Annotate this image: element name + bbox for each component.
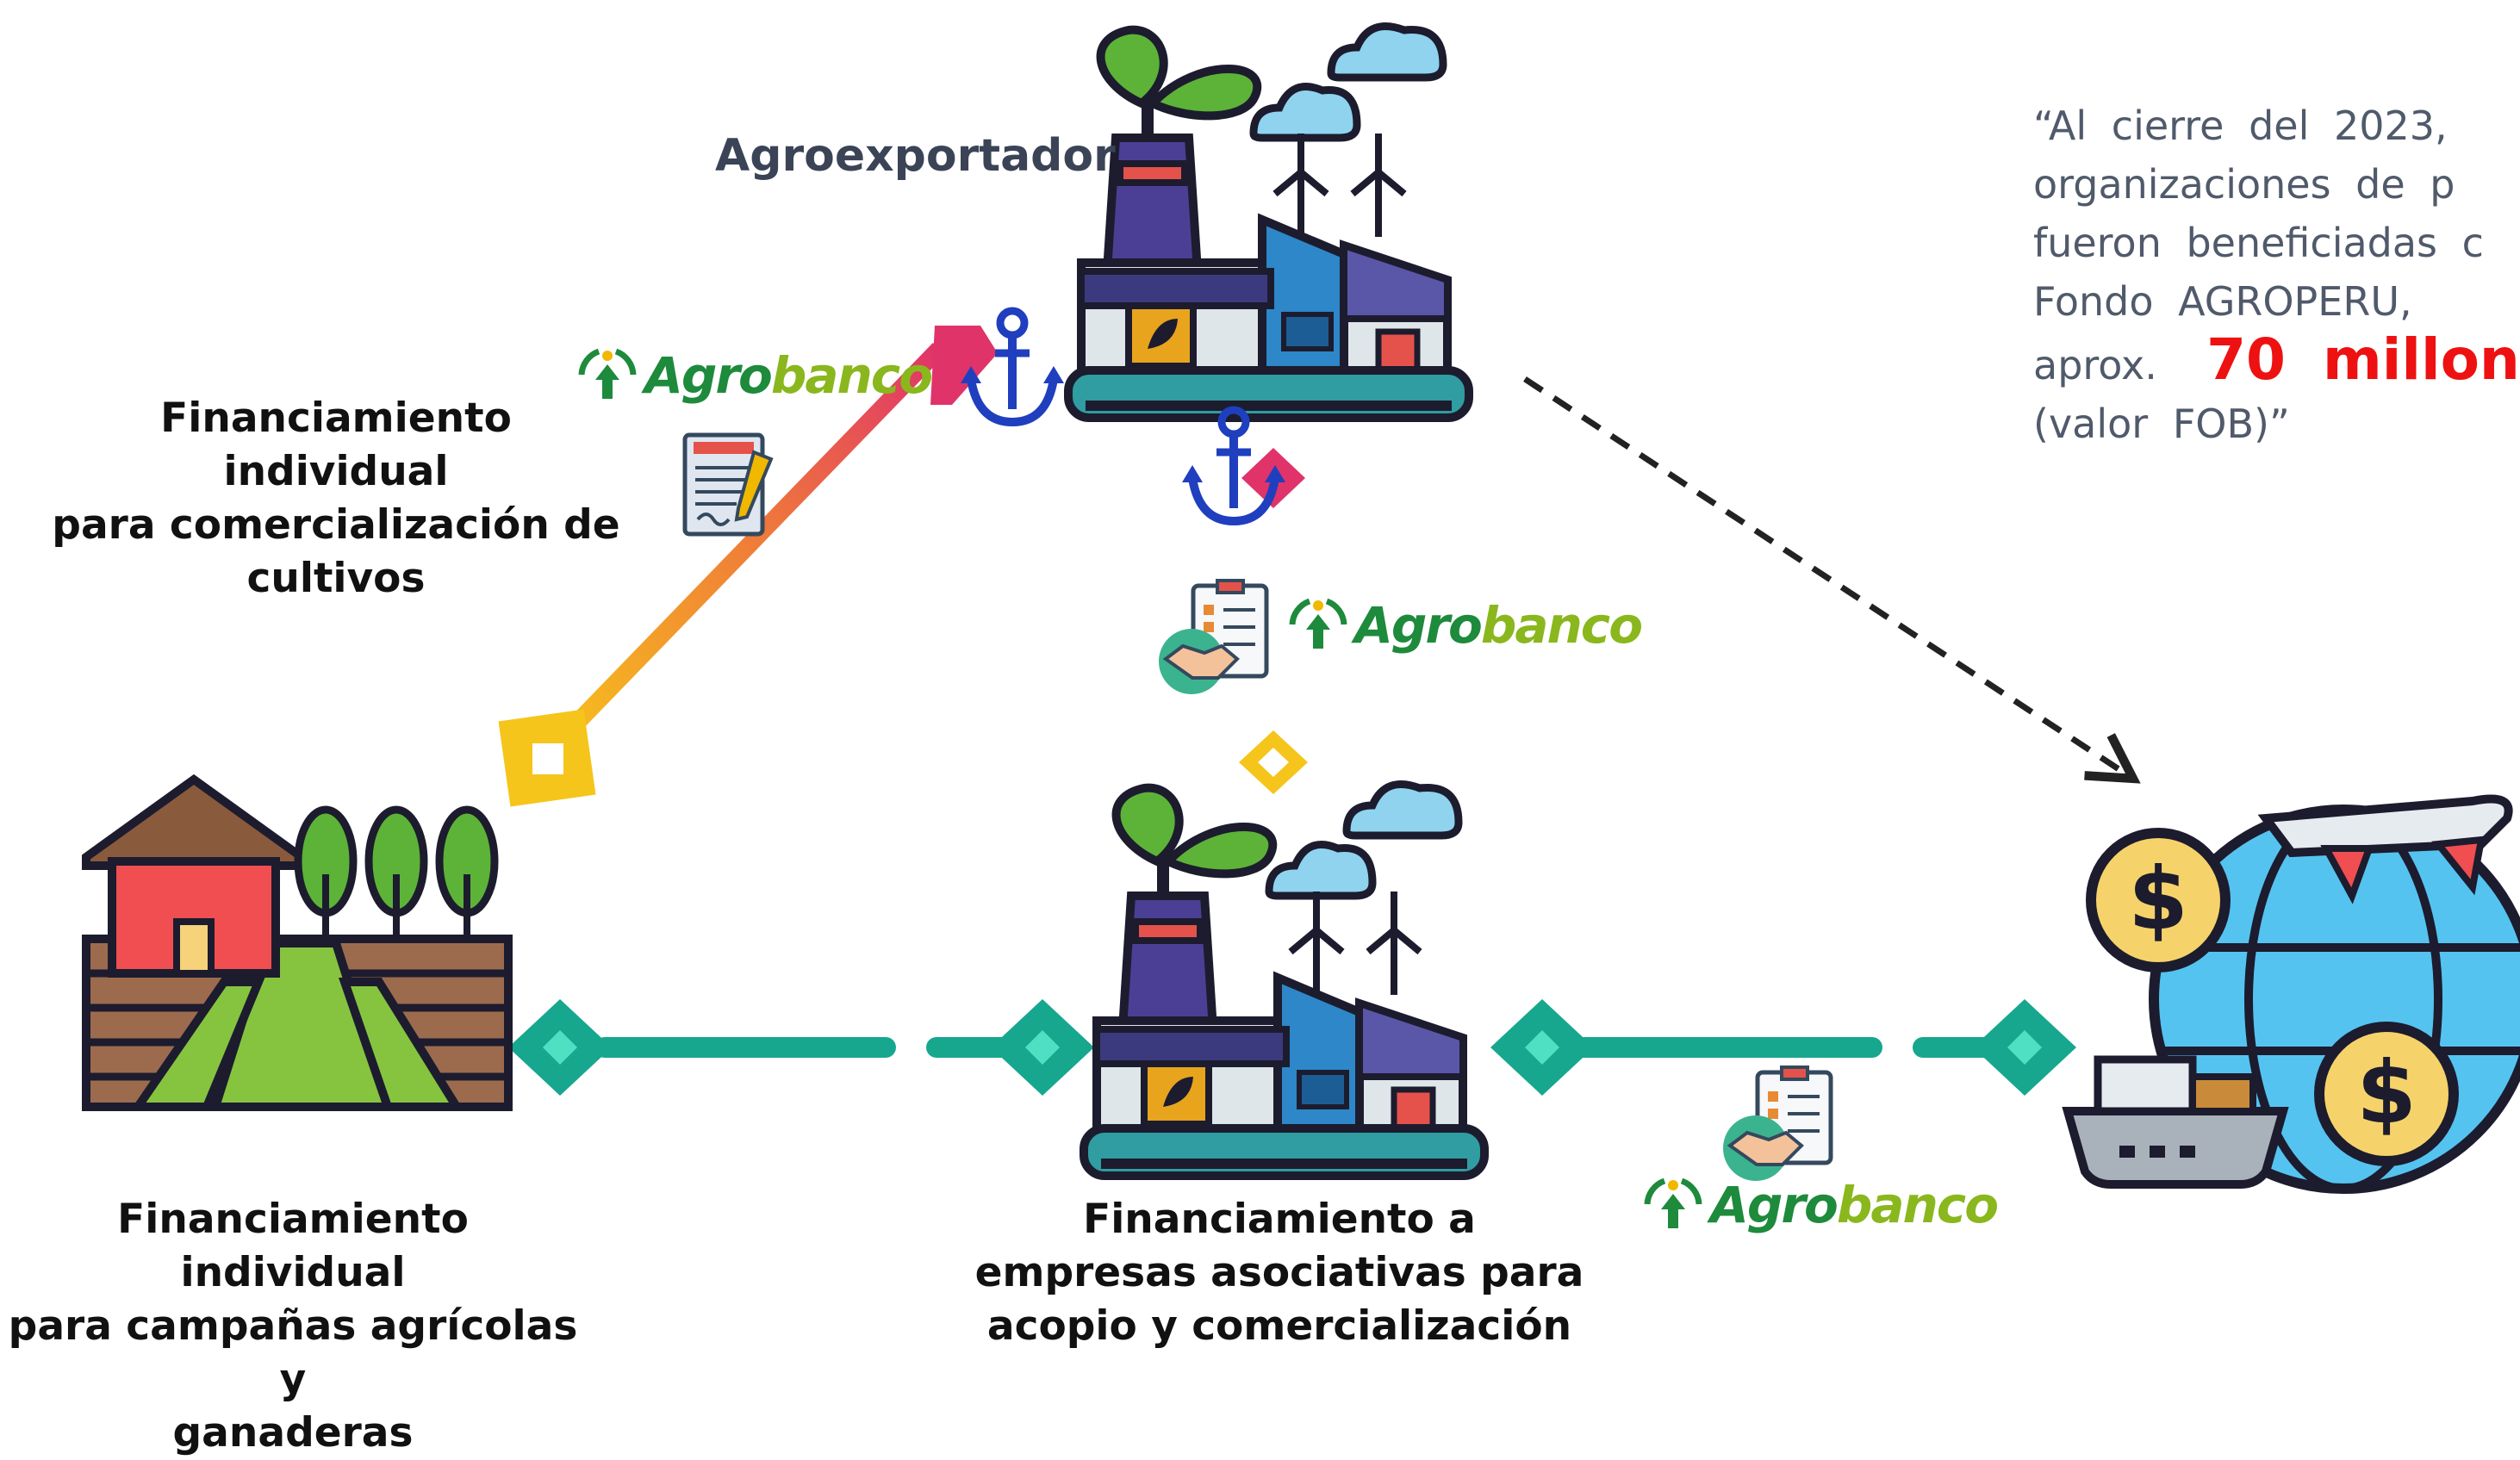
quote-highlight: 70 millon — [2206, 326, 2520, 393]
label-financiamiento-campanas: Financiamiento individual para campañas … — [0, 1193, 586, 1460]
label-line: Financiamiento individual — [160, 395, 512, 495]
dashed-arrow — [1523, 376, 2141, 784]
brand-part-1: Agro — [644, 346, 773, 405]
handshake-checklist-icon — [1159, 581, 1266, 694]
quote-prefix: aprox. — [2033, 342, 2157, 388]
label-line: ganaderas — [172, 1409, 414, 1457]
quote-line: organizaciones de p — [2033, 161, 2455, 208]
label-line: empresas asociativas para — [974, 1249, 1584, 1296]
agrobanco-wordmark: Agrobanco — [1354, 596, 1643, 655]
label-line: para comercialización de — [52, 501, 620, 549]
svg-text:$: $ — [2356, 1042, 2417, 1143]
label-line: acopio y comercialización — [986, 1302, 1572, 1350]
label-financiamiento-comercializacion: Financiamiento individual para comercial… — [43, 392, 629, 606]
label-line: Financiamiento individual — [117, 1196, 469, 1296]
brand-part-2: banco — [1480, 596, 1643, 655]
label-line: Financiamiento a — [1083, 1196, 1476, 1243]
quote-line: “Al cierre del 2023, — [2033, 103, 2448, 149]
brand-part-2: banco — [1836, 1176, 1999, 1234]
barn-field-icon — [82, 773, 513, 1111]
agrobanco-logo-icon — [1292, 600, 1344, 649]
label-agroexportador: Agroexportador — [715, 130, 1116, 182]
agrobanco-logo-icon — [1647, 1180, 1699, 1228]
label-financiamiento-asociativas: Financiamiento a empresas asociativas pa… — [965, 1193, 1594, 1353]
label-line: cultivos — [246, 555, 426, 602]
quote-text: “Al cierre del 2023, organizaciones de p… — [2033, 96, 2520, 453]
quote-line: fueron beneficiadas c — [2033, 220, 2484, 266]
factory-icon — [1084, 785, 1484, 1177]
factory-icon — [1068, 27, 1469, 419]
brand-part-2: banco — [770, 346, 933, 405]
agrobanco-wordmark: Agrobanco — [1710, 1176, 1999, 1234]
handshake-checklist-icon — [1723, 1067, 1831, 1181]
brand-part-1: Agro — [1354, 596, 1483, 655]
connector-vertical — [1239, 448, 1308, 794]
svg-text:$: $ — [2128, 848, 2188, 949]
globe-trade-icon: $ $ — [2062, 794, 2520, 1194]
brand-part-1: Agro — [1710, 1176, 1839, 1234]
connector-teal — [508, 999, 2076, 1096]
quote-line: Fondo AGROPERU, — [2033, 278, 2412, 325]
quote-line: (valor FOB)” — [2033, 401, 2290, 447]
quote-line: aprox. 70 millon — [2033, 331, 2520, 395]
label-line: para campañas agrícolas y — [8, 1302, 578, 1403]
connector-diagonal — [498, 326, 998, 807]
contract-icon — [682, 432, 774, 537]
agrobanco-wordmark: Agrobanco — [644, 346, 933, 405]
diagram-canvas: $ $ — [82, 0, 2520, 1354]
